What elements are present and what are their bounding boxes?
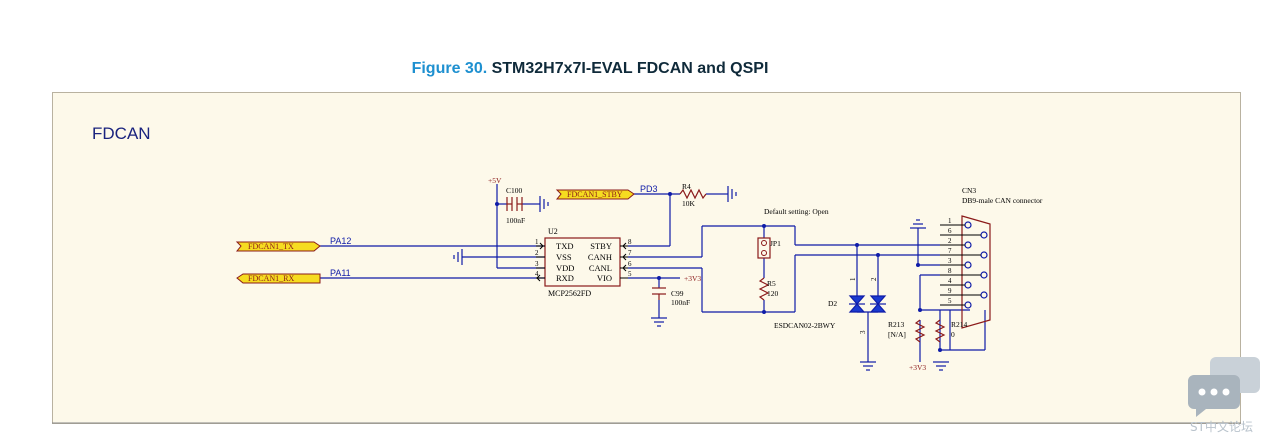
- cn3-pin-8: 8: [948, 267, 952, 275]
- r214-value: 0: [951, 330, 955, 339]
- ic-pin-2-name: VSS: [556, 252, 572, 262]
- c100-ref: C100: [506, 186, 523, 195]
- ground-r214: [933, 361, 949, 371]
- r213-ref: R213: [888, 320, 905, 329]
- cn3-pin-3: 3: [948, 257, 952, 265]
- chat-bubble-icon: [1188, 357, 1260, 417]
- pin-arrows: [536, 242, 627, 282]
- d2-pin-1: 1: [849, 277, 857, 281]
- cn3-shell: [961, 215, 991, 329]
- c100-cap: [506, 197, 523, 211]
- net-flag-tx-label: FDCAN1_TX: [248, 242, 294, 251]
- cn3-pin-6: 6: [948, 227, 952, 235]
- ic-pin-8-num: 8: [628, 238, 632, 246]
- text-labels: U2 MCP2562FD TXD VSS VDD RXD STBY CANH C…: [330, 176, 1043, 372]
- wires: [320, 184, 986, 362]
- cn3-pin-7: 7: [948, 247, 952, 255]
- figure-title: Figure 30. STM32H7x7I-EVAL FDCAN and QSP…: [0, 60, 1180, 78]
- cn3-pin-2: 2: [948, 237, 952, 245]
- cn3-pin-circles: [964, 221, 988, 309]
- ground-top: [910, 219, 926, 229]
- power-3v3-vio: +3V3: [684, 274, 701, 283]
- ground-c99: [651, 317, 667, 327]
- section-label: FDCAN: [92, 124, 151, 143]
- r5-resistor: [758, 277, 770, 301]
- ic-pin-7-num: 7: [628, 249, 632, 257]
- ic-pin-1-num: 1: [535, 238, 539, 246]
- c99-cap: [652, 287, 666, 300]
- jp1-pins: [761, 240, 767, 256]
- r5-ref: R5: [767, 279, 776, 288]
- cn3-pin-1: 1: [948, 217, 952, 225]
- net-label-pd3: PD3: [640, 184, 658, 194]
- net-flag-rx: FDCAN1_RX: [236, 273, 321, 284]
- d2-part: ESDCAN02-2BWY: [774, 321, 836, 330]
- cn3-ref: CN3: [962, 186, 976, 195]
- ground-vss: [453, 249, 463, 265]
- ic-pin-3-num: 3: [535, 260, 539, 268]
- c100-value: 100nF: [506, 216, 525, 225]
- ic-pin-6-name: CANL: [589, 263, 612, 273]
- net-label-pa11: PA11: [330, 268, 351, 278]
- component-bodies: [506, 188, 991, 343]
- net-label-pa12: PA12: [330, 236, 351, 246]
- r213-value: [N/A]: [888, 330, 906, 339]
- junction-dots: [495, 192, 942, 352]
- ic-pin-5-name: VIO: [597, 273, 612, 283]
- net-flag-stby: FDCAN1_STBY: [555, 189, 635, 200]
- watermark-text: ST中文论坛: [1190, 420, 1253, 434]
- r213-resistor: [914, 319, 926, 343]
- r4-value: 10K: [682, 199, 696, 208]
- d2-pin-2: 2: [870, 277, 878, 281]
- ic-part: MCP2562FD: [548, 289, 591, 298]
- cn3-desc: DB9-male CAN connector: [962, 196, 1043, 205]
- cn3-pin-5: 5: [948, 297, 952, 305]
- d2-diodes: [848, 295, 887, 313]
- jp1-ref: JP1: [770, 239, 781, 248]
- r5-value: 120: [767, 289, 779, 298]
- figure-name: STM32H7x7I-EVAL FDCAN and QSPI: [491, 60, 769, 77]
- jp1-note: Default setting: Open: [764, 207, 829, 216]
- c99-ref: C99: [671, 289, 684, 298]
- d2-ref: D2: [828, 299, 837, 308]
- ic-pin-4-num: 4: [535, 270, 539, 278]
- jp1-body: [757, 237, 771, 259]
- ic-pin-3-name: VDD: [556, 263, 574, 273]
- ground-r4: [722, 186, 737, 202]
- net-flag-tx: FDCAN1_TX: [235, 241, 321, 252]
- net-flag-stby-label: FDCAN1_STBY: [567, 190, 623, 199]
- ic-ref: U2: [548, 227, 558, 236]
- cn3-pin-leads: [940, 224, 981, 306]
- ic-pin-1-name: TXD: [556, 241, 573, 251]
- net-flag-rx-label: FDCAN1_RX: [248, 274, 294, 283]
- ground-symbols: [453, 186, 949, 371]
- cn3-pin-4: 4: [948, 277, 952, 285]
- cn3-pin-9: 9: [948, 287, 952, 295]
- ic-u2-body: [544, 237, 621, 287]
- r4-ref: R4: [682, 182, 691, 191]
- ic-pin-6-num: 6: [628, 260, 632, 268]
- ic-pin-4-name: RXD: [556, 273, 574, 283]
- schematic-frame: [52, 92, 1241, 424]
- power-3v3-r213: +3V3: [909, 363, 926, 372]
- power-5v: +5V: [488, 176, 502, 185]
- r214-resistor: [934, 319, 946, 343]
- c99-value: 100nF: [671, 298, 690, 307]
- r4-resistor: [679, 188, 707, 200]
- ic-pin-7-name: CANH: [588, 252, 612, 262]
- ic-pin-8-name: STBY: [590, 241, 612, 251]
- r214-ref: R214: [951, 320, 968, 329]
- figure-number: Figure 30.: [411, 60, 488, 77]
- d2-pin-3: 3: [859, 330, 867, 334]
- ic-pin-2-num: 2: [535, 249, 539, 257]
- ic-pin-5-num: 5: [628, 270, 632, 278]
- ground-c100: [534, 196, 549, 212]
- ground-d2: [860, 361, 876, 371]
